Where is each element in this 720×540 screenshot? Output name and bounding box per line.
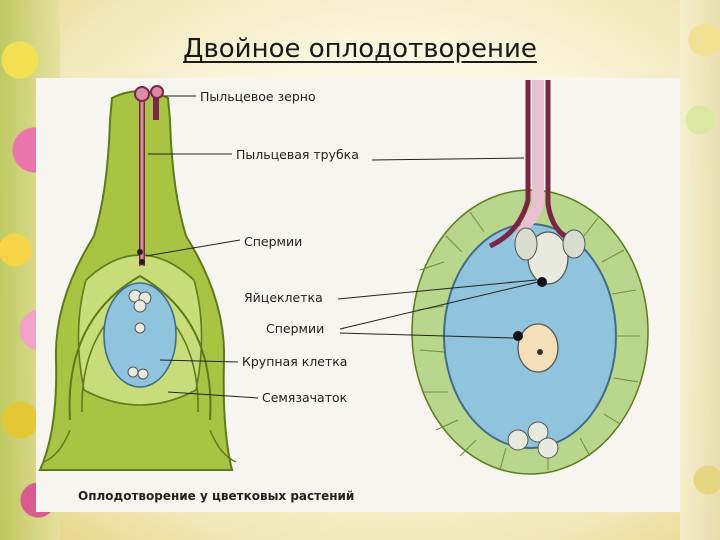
ovule-section (412, 80, 648, 474)
label-pollen-tube: Пыльцевая трубка (236, 147, 359, 162)
label-sperm-top: Спермии (244, 234, 302, 249)
antipodal-cell (128, 367, 138, 377)
central-cell-nucleus (518, 324, 558, 372)
label-large-cell: Крупная клетка (242, 354, 347, 369)
label-sperm-bottom: Спермии (266, 321, 324, 336)
antipodal-cell-right (508, 430, 528, 450)
central-nucleus (135, 323, 145, 333)
pollen-grain-left-2 (151, 86, 163, 98)
sperm-dot (139, 259, 145, 265)
antipodal-cell-right (538, 438, 558, 458)
leader-pollen-tube-right (372, 158, 524, 160)
label-egg-cell: Яйцеклетка (244, 290, 323, 305)
egg-apparatus-cell (134, 300, 146, 312)
synergid (563, 230, 585, 258)
central-nucleolus (537, 349, 543, 355)
label-ovule: Семязачаток (262, 390, 348, 405)
pistil-section (40, 86, 236, 470)
sperm-near-central (513, 331, 523, 341)
antipodal-cell (138, 369, 148, 379)
synergid (515, 228, 537, 260)
diagram-caption: Оплодотворение у цветковых растений (78, 489, 354, 503)
sperm-dot (137, 249, 143, 255)
pollen-grain-left (135, 87, 149, 101)
label-pollen-grain: Пыльцевое зерно (200, 89, 316, 104)
sperm-near-egg (537, 277, 547, 287)
